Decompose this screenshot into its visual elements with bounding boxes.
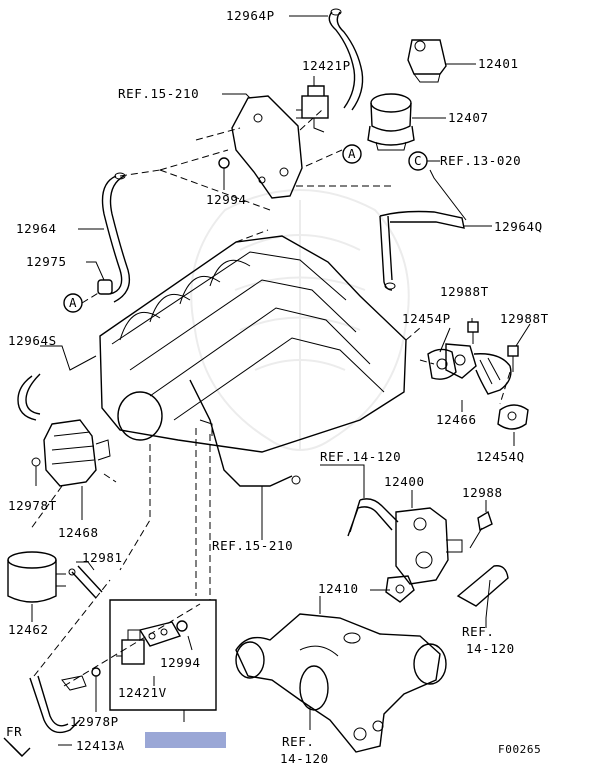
part-12994-top xyxy=(218,157,230,190)
label-12994-bottom: 12994 xyxy=(160,655,201,670)
label-12975: 12975 xyxy=(26,254,67,269)
label-12978t: 12978T xyxy=(8,498,57,513)
label-ref14120-bottom-line2: 14-120 xyxy=(280,751,329,766)
label-12994-top: 12994 xyxy=(206,192,247,207)
circle-a-top xyxy=(342,144,362,164)
bracket-ref15210 xyxy=(231,95,303,199)
highlight-bar xyxy=(145,732,226,748)
part-12988-bolt xyxy=(469,510,493,549)
label-12978p: 12978P xyxy=(70,714,119,729)
circle-a-left-label: A xyxy=(69,295,77,310)
label-ref14120-top: REF.14-120 xyxy=(320,449,401,464)
fr-arrow-icon xyxy=(3,737,31,757)
part-12988t-right xyxy=(507,345,519,372)
hose-12964 xyxy=(101,172,131,303)
label-12421v: 12421V xyxy=(118,685,167,700)
label-12400: 12400 xyxy=(384,474,425,489)
hose-12413a xyxy=(29,675,87,734)
part-12401 xyxy=(407,39,447,83)
part-12994-bottom-bracket xyxy=(138,620,188,647)
part-12978p xyxy=(91,667,101,712)
hose-ref14120 xyxy=(347,498,399,537)
part-12421v xyxy=(116,629,145,665)
figure-code: F00265 xyxy=(498,743,541,756)
label-ref14120-right-line2: 14-120 xyxy=(466,641,515,656)
label-12964: 12964 xyxy=(16,221,57,236)
label-fr: FR xyxy=(6,724,22,739)
circle-c-ref: C xyxy=(408,151,428,171)
inset-box xyxy=(109,599,217,711)
part-12454q xyxy=(497,404,529,430)
pipe-ref14120-right xyxy=(456,565,509,619)
part-12988t-left xyxy=(467,321,479,344)
water-outlet-ref14120 xyxy=(235,613,447,753)
label-12988: 12988 xyxy=(462,485,503,500)
label-ref14120-right-line1: REF. xyxy=(462,624,495,639)
svg-text:C: C xyxy=(414,153,422,168)
label-ref14120-bottom-line1: REF. xyxy=(282,734,315,749)
part-12454p xyxy=(427,348,457,380)
part-12407 xyxy=(367,93,415,151)
part-12981 xyxy=(68,565,103,599)
label-12401: 12401 xyxy=(478,56,519,71)
label-12410: 12410 xyxy=(318,581,359,596)
circle-a-top-label: A xyxy=(348,146,356,161)
part-12468-assembly xyxy=(31,419,111,487)
label-12988t-left: 12988T xyxy=(440,284,489,299)
label-12454q: 12454Q xyxy=(476,449,525,464)
part-12462 xyxy=(7,551,66,603)
label-12964q: 12964Q xyxy=(494,219,543,234)
label-ref15210-top: REF.15-210 xyxy=(118,86,199,101)
part-12466 xyxy=(445,343,512,395)
intake-manifold xyxy=(99,229,421,487)
watermark-emblem xyxy=(190,189,410,451)
part-12400 xyxy=(395,507,463,585)
label-12981: 12981 xyxy=(82,550,123,565)
label-12468: 12468 xyxy=(58,525,99,540)
label-12466: 12466 xyxy=(436,412,477,427)
label-12454p: 12454P xyxy=(402,311,451,326)
hose-12964q xyxy=(379,210,465,291)
label-12407: 12407 xyxy=(448,110,489,125)
hose-12964p xyxy=(328,8,364,111)
part-12410 xyxy=(385,575,415,603)
label-12413a: 12413A xyxy=(76,738,125,753)
label-12988t-right: 12988T xyxy=(500,311,549,326)
part-12975 xyxy=(97,279,113,295)
label-12964p: 12964P xyxy=(226,8,275,23)
part-12421p xyxy=(296,85,329,133)
label-12462: 12462 xyxy=(8,622,49,637)
hose-12964s xyxy=(17,373,41,421)
label-12964s: 12964S xyxy=(8,333,57,348)
label-ref13020: REF.13-020 xyxy=(440,153,521,168)
label-ref15210-mid: REF.15-210 xyxy=(212,538,293,553)
label-12421p: 12421P xyxy=(302,58,351,73)
